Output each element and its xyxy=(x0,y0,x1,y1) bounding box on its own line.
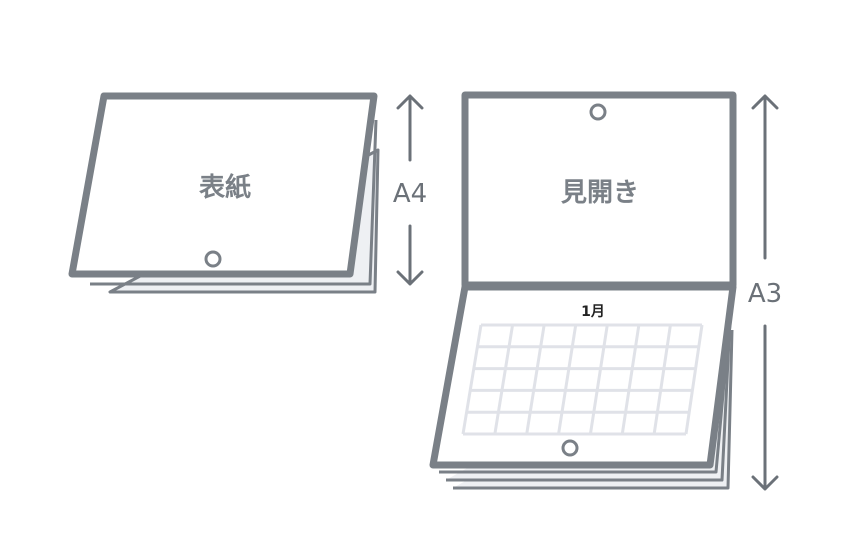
calendar-page xyxy=(429,283,737,469)
a4-dimension-arrow: A4 xyxy=(393,94,427,286)
a3-label: A3 xyxy=(748,279,782,309)
top-page xyxy=(461,91,737,289)
grid-line xyxy=(461,324,483,435)
cover-label: 表紙 xyxy=(199,172,251,203)
a3-dimension-arrow: A3 xyxy=(748,94,782,491)
grid-line xyxy=(588,324,609,435)
cover-calendar: 表紙 xyxy=(68,92,380,294)
back-page xyxy=(90,119,378,286)
month-label: 1月 xyxy=(581,304,605,320)
grid-line xyxy=(652,324,672,435)
hanging-hole-icon xyxy=(561,439,579,457)
spread-calendar: 見開き 1月 xyxy=(429,91,737,490)
hanging-hole-icon xyxy=(589,103,607,121)
grid-line xyxy=(557,324,578,435)
calendar-grid xyxy=(461,323,704,436)
grid-line xyxy=(525,324,546,435)
grid-line xyxy=(684,324,704,435)
spread-label: 見開き xyxy=(561,178,639,208)
hanging-hole-icon xyxy=(204,250,222,268)
cover-page xyxy=(68,92,378,278)
grid-line xyxy=(493,324,515,435)
a4-label: A4 xyxy=(393,179,427,209)
grid-line xyxy=(620,324,641,435)
